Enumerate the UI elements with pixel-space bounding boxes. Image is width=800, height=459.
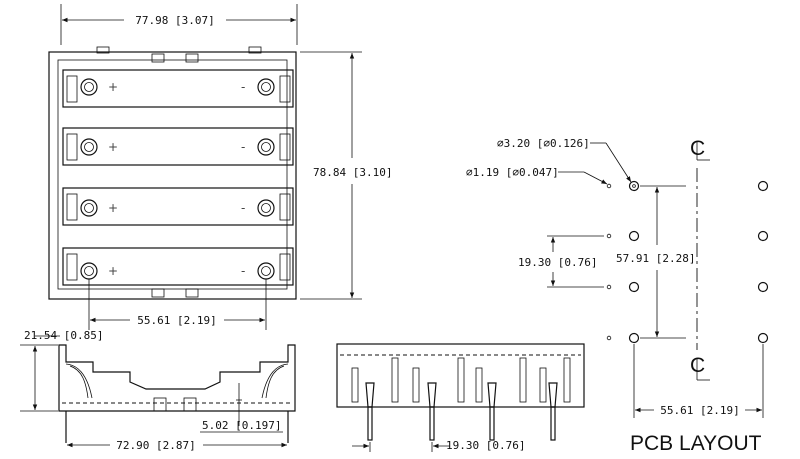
holder-body — [48, 51, 297, 300]
pcb-large-hole — [628, 180, 640, 192]
minus-mark: - — [241, 201, 245, 215]
side-view: 21.54 [0.85] 72.90 [2.87] 5.02 [0.197] — [20, 329, 296, 452]
side-length-dimension: 72.90 [2.87] — [116, 439, 195, 452]
top-width-dimension: 77.98 [3.07] — [135, 14, 214, 27]
top-height-dimension: 78.84 [3.10] — [313, 166, 392, 179]
pin-offset-dimension: 5.02 [0.197] — [202, 419, 281, 432]
minus-mark: - — [241, 264, 245, 278]
centerline-symbol-top: C — [690, 137, 705, 160]
cell-slot-2: + - — [62, 127, 294, 166]
vertical-span-dimension: 57.91 [2.28] — [616, 252, 695, 265]
cell-slot-1: + - — [62, 69, 294, 108]
cell-slot-3: + - — [62, 187, 294, 226]
cell-slot-4: + - — [62, 247, 294, 286]
side-height-dimension: 21.54 [0.85] — [24, 329, 103, 342]
plus-mark: + — [108, 264, 118, 278]
plus-mark: + — [108, 201, 118, 215]
pcb-layout: C C ⌀3.20 [⌀0.126] ⌀1.19 [⌀0.047] — [466, 137, 769, 455]
centerline-symbol-bottom: C — [690, 354, 705, 377]
minus-mark: - — [241, 80, 245, 94]
pin-pitch-dimension: 19.30 [0.76] — [446, 439, 525, 452]
pcb-small-hole — [606, 183, 612, 189]
top-view: 77.98 [3.07] + - + - — [48, 4, 392, 330]
horizontal-span-dimension: 55.61 [2.19] — [660, 404, 739, 417]
large-hole-callout: ⌀3.20 [⌀0.126] — [497, 137, 590, 150]
minus-mark: - — [241, 140, 245, 154]
end-view: 19.30 [0.76] — [336, 343, 585, 452]
terminal-spacing-dimension: 55.61 [2.19] — [137, 314, 216, 327]
plus-mark: + — [108, 140, 118, 154]
pcb-layout-title: PCB LAYOUT — [630, 432, 762, 455]
plus-mark: + — [108, 80, 118, 94]
row-pitch-dimension: 19.30 [0.76] — [518, 256, 597, 269]
small-hole-callout: ⌀1.19 [⌀0.047] — [466, 166, 559, 179]
